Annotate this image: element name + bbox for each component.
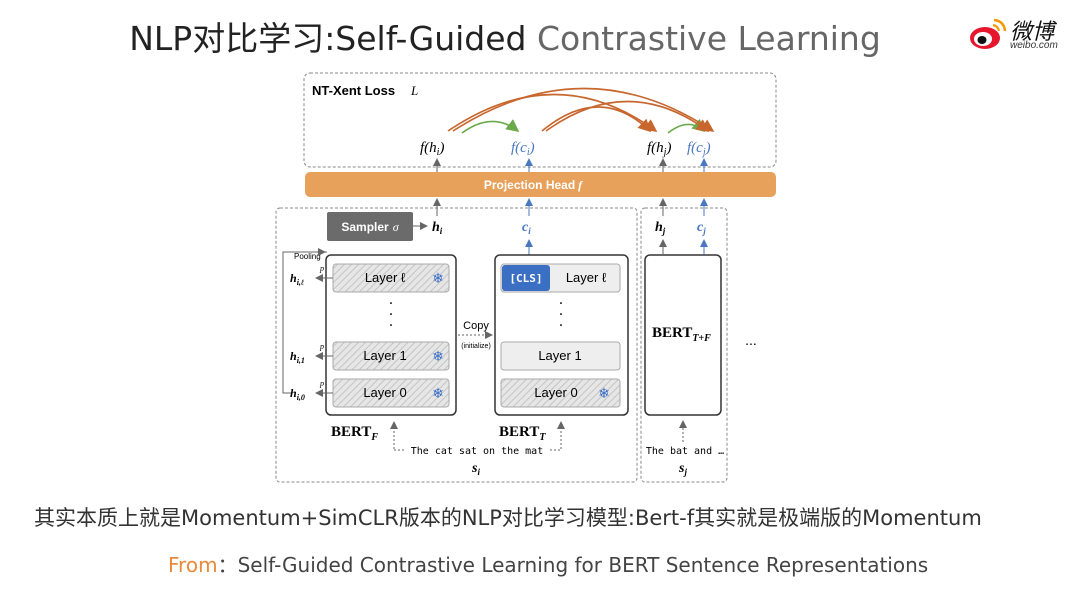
output-f-hj: f(hj) bbox=[647, 140, 671, 158]
label-c-j: cj bbox=[697, 220, 706, 236]
snowflake-icon: ❄ bbox=[432, 271, 444, 287]
bert-tf-block bbox=[644, 254, 722, 416]
title-light: Contrastive Learning bbox=[526, 19, 881, 58]
sentence-j-group bbox=[640, 207, 728, 483]
loss-box bbox=[303, 72, 777, 168]
p-label: p bbox=[319, 342, 324, 351]
cls-token-label: [CLS] bbox=[509, 272, 542, 285]
copy-label: Copy bbox=[463, 320, 489, 332]
bert-t-label: BERTT bbox=[499, 424, 546, 443]
snowflake-icon: ❄ bbox=[432, 349, 444, 365]
loss-label: NT-Xent Loss bbox=[312, 83, 395, 98]
bert-t-dots: ··· bbox=[559, 296, 563, 334]
label-h-i1: hi,1 bbox=[290, 349, 305, 365]
bert-tf-label: BERTT+F bbox=[652, 325, 711, 344]
snowflake-icon: ❄ bbox=[432, 386, 444, 402]
pooling-label: Pooling bbox=[294, 252, 321, 261]
page-title: NLP对比学习:Self-Guided Contrastive Learning bbox=[0, 12, 1010, 60]
arc-ci-cj bbox=[545, 100, 710, 132]
output-f-ci: f(ci) bbox=[511, 140, 535, 158]
bert-f-dots: ··· bbox=[389, 296, 393, 334]
sentence-i: The cat sat on the mat bbox=[411, 446, 543, 457]
logo-subtext: weibo.com bbox=[1010, 40, 1058, 51]
p-label: p bbox=[319, 264, 324, 273]
sampler-box bbox=[327, 212, 413, 241]
bert-f-layer-1-label: Layer 1 bbox=[363, 348, 406, 363]
projection-head bbox=[305, 172, 776, 197]
bert-t-layer-1 bbox=[500, 341, 621, 371]
label-s-i: si bbox=[471, 461, 480, 477]
sentence-j: The bat and … bbox=[646, 446, 724, 457]
title-main: NLP对比学习:Self-Guided bbox=[129, 19, 527, 58]
label-s-j: sj bbox=[678, 461, 687, 477]
output-f-hi: f(hi) bbox=[420, 140, 444, 158]
cls-token bbox=[502, 265, 550, 291]
bert-f-block bbox=[325, 254, 457, 416]
arc-hi-cj bbox=[452, 87, 715, 132]
source-from-label: From bbox=[168, 553, 218, 577]
bert-t-layer-1-label: Layer 1 bbox=[538, 348, 581, 363]
logo-text: 微博 bbox=[1010, 20, 1055, 45]
bert-t-layer-0 bbox=[500, 378, 621, 408]
arc-hj-cj bbox=[667, 118, 706, 134]
bert-t-layer-l-label: Layer ℓ bbox=[566, 270, 607, 285]
label-h-il: hi,ℓ bbox=[290, 271, 305, 287]
arc-hi-ci bbox=[461, 119, 520, 134]
caption: 其实本质上就是Momentum+SimCLR版本的NLP对比学习模型:Bert-… bbox=[34, 506, 982, 530]
sentence-i-group bbox=[275, 207, 638, 483]
label-h-i: hi bbox=[432, 220, 443, 236]
weibo-logo-icon bbox=[970, 18, 1007, 49]
source-separator: ： bbox=[217, 553, 238, 577]
output-f-cj: f(cj) bbox=[687, 140, 711, 158]
more-ellipsis: ... bbox=[745, 332, 757, 348]
label-h-j: hj bbox=[655, 220, 666, 236]
bert-t-layer-0-label: Layer 0 bbox=[534, 385, 577, 400]
bert-f-layer-0-label: Layer 0 bbox=[363, 385, 406, 400]
loss-symbol: L bbox=[410, 83, 418, 98]
source-citation: From：Self-Guided Contrastive Learning fo… bbox=[168, 549, 928, 578]
bert-f-layer-l-label: Layer ℓ bbox=[365, 270, 406, 285]
bert-f-label: BERTF bbox=[331, 424, 378, 443]
label-c-i: ci bbox=[522, 220, 531, 236]
source-text: Self-Guided Contrastive Learning for BER… bbox=[237, 553, 929, 577]
snowflake-icon: ❄ bbox=[598, 386, 610, 402]
p-label: p bbox=[319, 379, 324, 388]
bert-t-block bbox=[494, 254, 629, 416]
arc-ci-hj bbox=[541, 106, 652, 133]
label-h-i0: hi,0 bbox=[290, 386, 305, 402]
initialize-label: (initialize) bbox=[461, 343, 491, 350]
arc-hi-hj bbox=[447, 93, 658, 132]
